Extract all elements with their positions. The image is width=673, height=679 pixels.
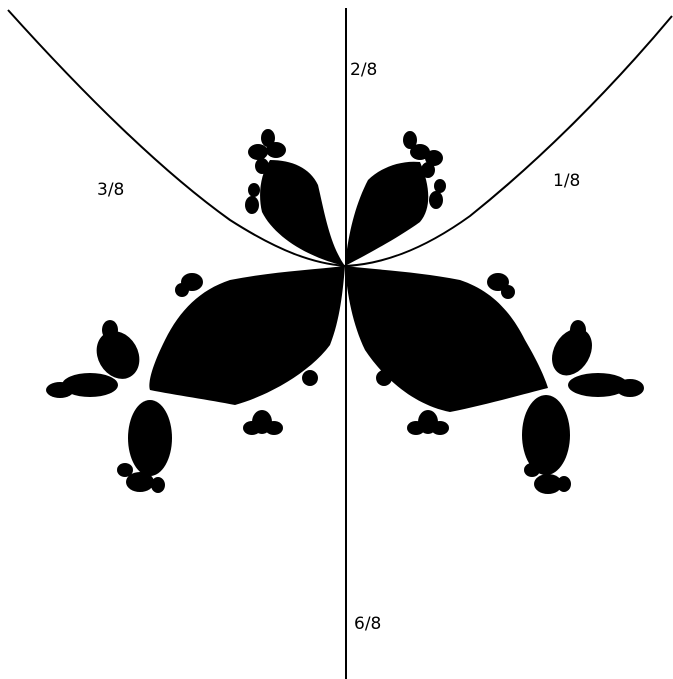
label-6-8: 6/8	[354, 614, 381, 634]
label-2-8: 2/8	[350, 60, 377, 80]
label-1-8: 1/8	[553, 171, 580, 191]
label-3-8: 3/8	[97, 180, 124, 200]
